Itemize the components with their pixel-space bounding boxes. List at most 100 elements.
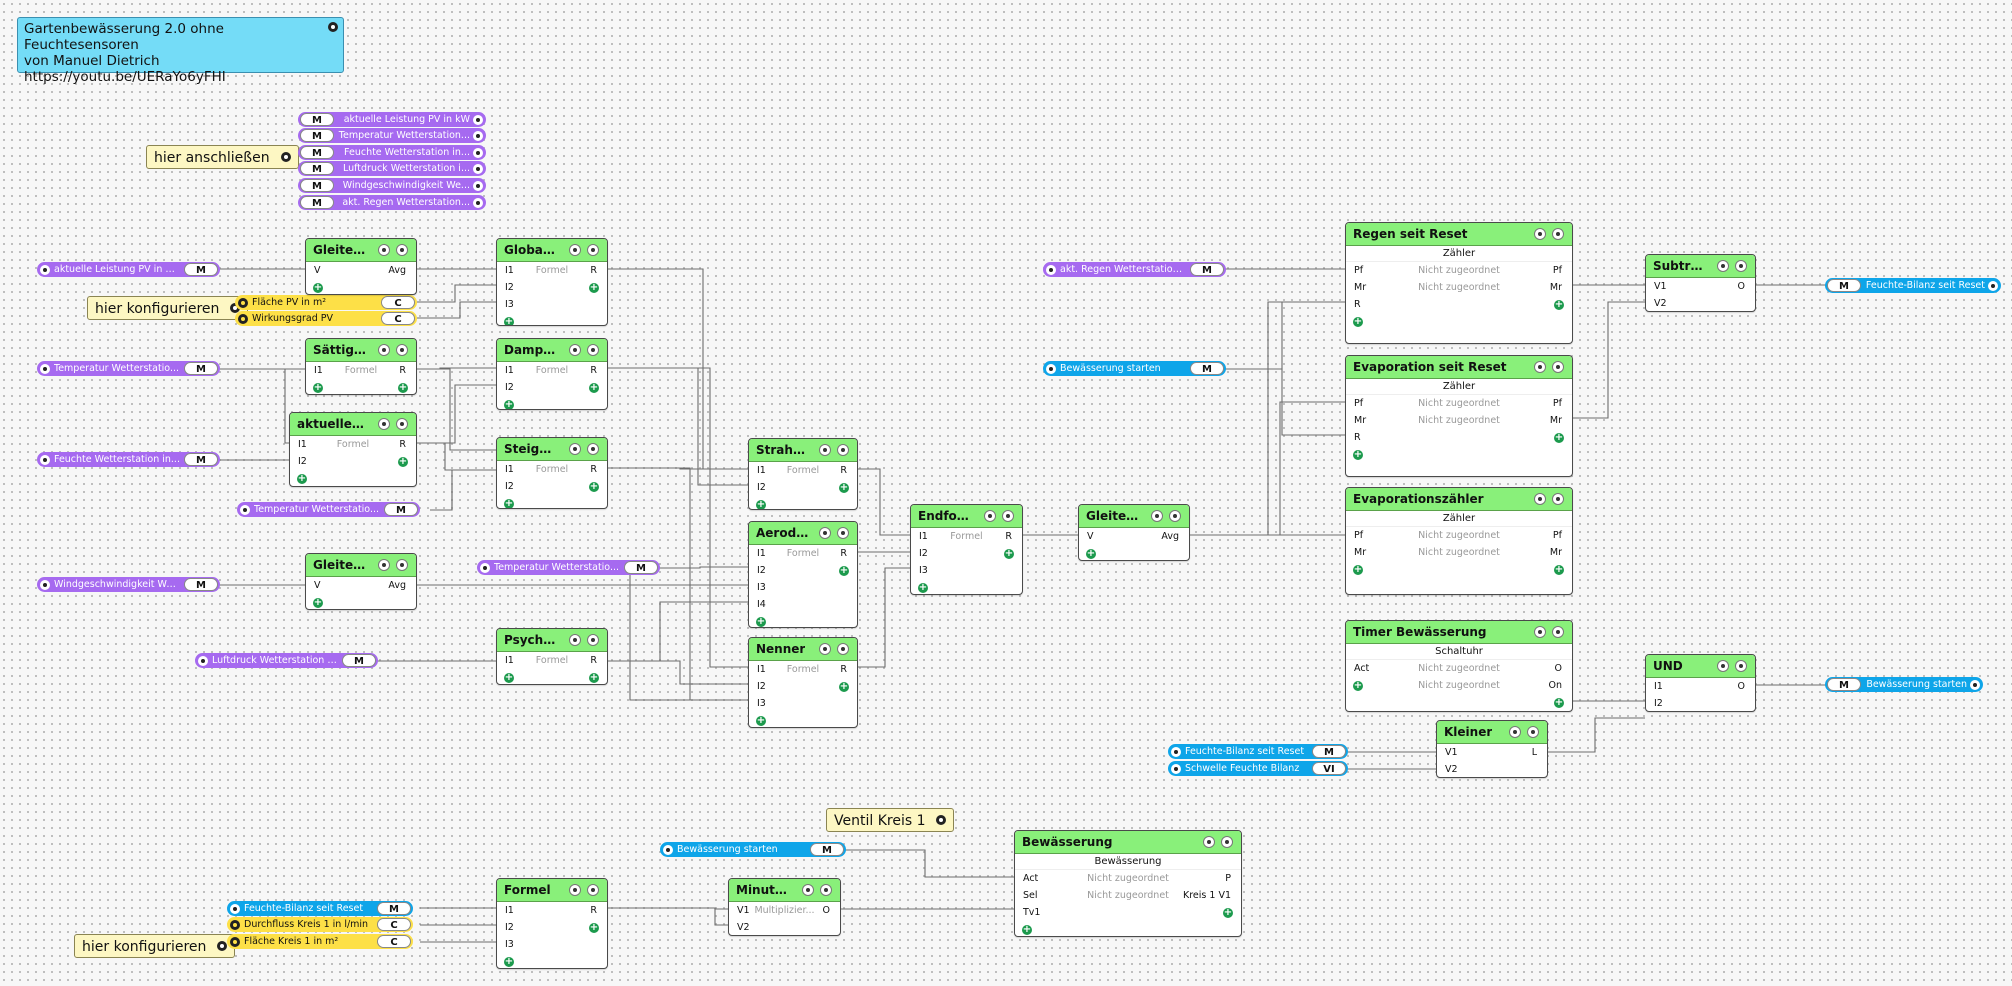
add-output-icon[interactable]: + xyxy=(589,481,599,492)
add-output-icon[interactable]: + xyxy=(839,482,849,493)
settings-icon[interactable] xyxy=(40,454,50,465)
info-icon[interactable] xyxy=(1735,260,1747,272)
add-input-icon[interactable]: + xyxy=(756,715,766,726)
settings-icon[interactable] xyxy=(569,443,581,455)
add-input-icon[interactable]: + xyxy=(1353,449,1363,460)
add-input-icon[interactable]: + xyxy=(1353,680,1363,691)
add-output-icon[interactable]: + xyxy=(839,681,849,692)
settings-icon[interactable] xyxy=(217,941,228,951)
add-input-icon[interactable]: + xyxy=(504,498,514,509)
add-output-icon[interactable]: + xyxy=(398,382,408,393)
settings-icon[interactable] xyxy=(1509,726,1521,738)
add-output-icon[interactable]: + xyxy=(1554,697,1564,708)
settings-icon[interactable] xyxy=(1534,626,1546,638)
add-input-icon[interactable]: + xyxy=(1022,924,1032,935)
settings-icon[interactable] xyxy=(230,919,240,930)
settings-icon[interactable] xyxy=(238,297,248,308)
comment-konfigurieren-2[interactable]: hier konfigurieren xyxy=(74,934,236,958)
info-icon[interactable] xyxy=(587,443,599,455)
settings-icon[interactable] xyxy=(473,180,483,191)
info-icon[interactable] xyxy=(396,418,408,430)
info-icon[interactable] xyxy=(396,559,408,571)
settings-icon[interactable] xyxy=(819,643,831,655)
add-output-icon[interactable]: + xyxy=(839,565,849,576)
settings-icon[interactable] xyxy=(473,130,483,141)
settings-icon[interactable] xyxy=(1988,280,1998,291)
add-output-icon[interactable]: + xyxy=(589,282,599,293)
settings-icon[interactable] xyxy=(1717,260,1729,272)
add-output-icon[interactable]: + xyxy=(1554,299,1564,310)
info-icon[interactable] xyxy=(1169,510,1181,522)
add-output-icon[interactable]: + xyxy=(1554,432,1564,443)
settings-icon[interactable] xyxy=(240,504,250,515)
settings-icon[interactable] xyxy=(1534,493,1546,505)
add-output-icon[interactable]: + xyxy=(589,672,599,683)
settings-icon[interactable] xyxy=(198,655,208,666)
info-icon[interactable] xyxy=(837,527,849,539)
settings-icon[interactable] xyxy=(473,163,483,174)
settings-icon[interactable] xyxy=(1970,679,1980,690)
info-icon[interactable] xyxy=(1552,228,1564,240)
settings-icon[interactable] xyxy=(378,344,390,356)
settings-icon[interactable] xyxy=(1534,228,1546,240)
info-icon[interactable] xyxy=(587,244,599,256)
add-input-icon[interactable]: + xyxy=(313,282,323,293)
info-icon[interactable] xyxy=(1552,361,1564,373)
add-output-icon[interactable]: + xyxy=(589,922,599,933)
info-icon[interactable] xyxy=(1552,493,1564,505)
comment-ventil[interactable]: Ventil Kreis 1 xyxy=(826,808,955,832)
comment-anschliessen[interactable]: hier anschließen xyxy=(146,145,299,169)
input-temp-2[interactable]: Temperatur Wetterstatio...M xyxy=(237,502,420,517)
add-output-icon[interactable]: + xyxy=(1223,907,1233,918)
add-input-icon[interactable]: + xyxy=(313,597,323,608)
settings-icon[interactable] xyxy=(569,244,581,256)
block-subtrahierer[interactable]: Subtrahi... V1O V2 xyxy=(1645,254,1756,312)
settings-icon[interactable] xyxy=(1171,746,1181,757)
settings-icon[interactable] xyxy=(569,884,581,896)
info-icon[interactable] xyxy=(587,344,599,356)
add-output-icon[interactable]: + xyxy=(589,382,599,393)
settings-icon[interactable] xyxy=(230,936,240,947)
info-icon[interactable] xyxy=(1735,660,1747,672)
input-temp-3[interactable]: Temperatur Wetterstatio...M xyxy=(477,560,660,575)
settings-icon[interactable] xyxy=(40,363,50,374)
settings-icon[interactable] xyxy=(569,634,581,646)
add-input-icon[interactable]: + xyxy=(504,316,514,326)
input-luftdruck[interactable]: Luftdruck Wetterstation i...M xyxy=(195,653,378,668)
add-input-icon[interactable]: + xyxy=(1086,548,1096,559)
add-input-icon[interactable]: + xyxy=(1353,316,1363,327)
info-icon[interactable] xyxy=(1002,510,1014,522)
info-icon[interactable] xyxy=(820,884,832,896)
settings-icon[interactable] xyxy=(238,313,248,324)
settings-icon[interactable] xyxy=(480,562,490,573)
info-icon[interactable] xyxy=(1527,726,1539,738)
input-wind[interactable]: Windgeschwindigkeit We...M xyxy=(37,577,220,592)
settings-icon[interactable] xyxy=(1171,763,1181,774)
settings-icon[interactable] xyxy=(1046,363,1056,374)
